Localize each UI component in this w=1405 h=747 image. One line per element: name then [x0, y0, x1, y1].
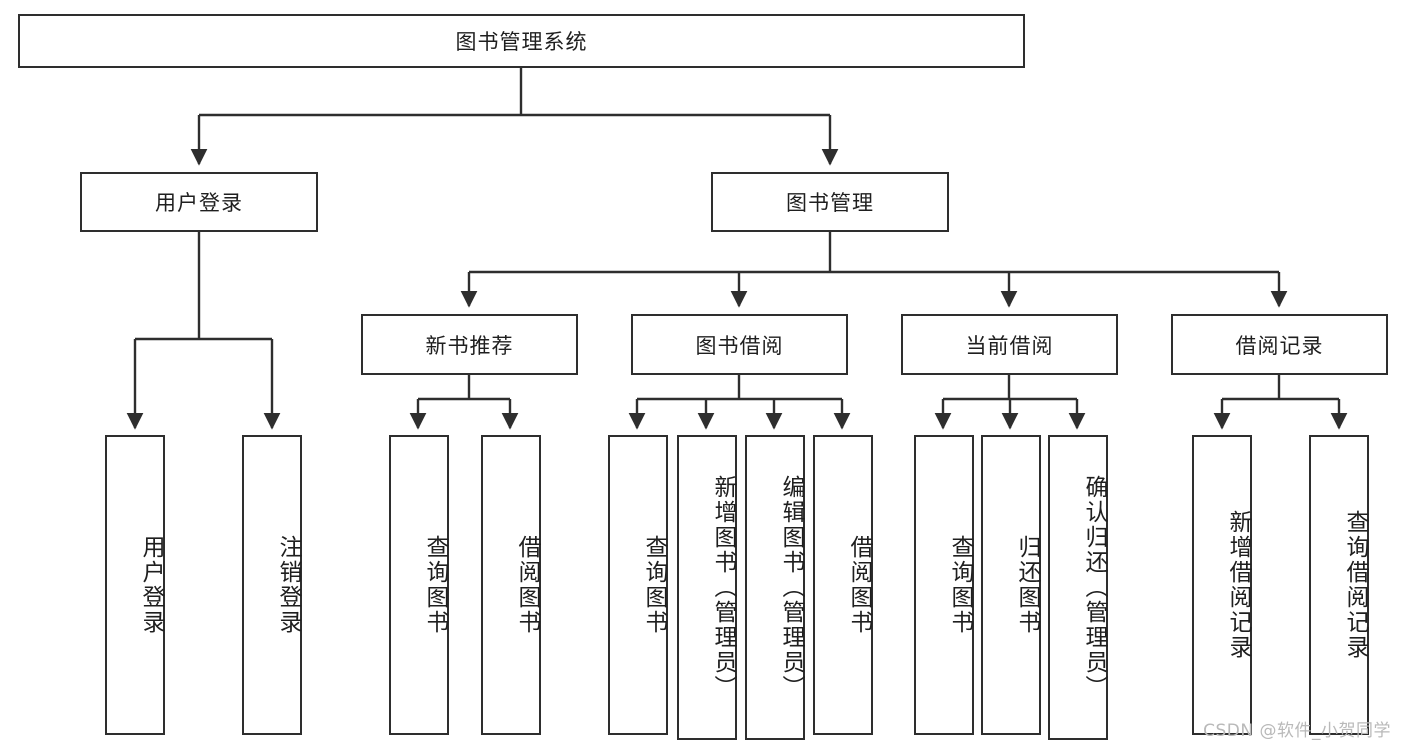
node-leaf-add-book[interactable]: 新增图书（管理员）	[677, 435, 737, 740]
node-leaf-confirm-return[interactable]: 确认归还（管理员）	[1048, 435, 1108, 740]
node-borrow-record-label: 借阅记录	[1235, 333, 1324, 358]
node-user-login[interactable]: 用户登录	[80, 172, 318, 232]
node-leaf-query-book-3-label: 查询图书	[947, 535, 973, 635]
node-leaf-borrow-book-2[interactable]: 借阅图书	[813, 435, 873, 735]
watermark-text: CSDN @软件_小贺同学	[1203, 721, 1391, 741]
node-leaf-query-record[interactable]: 查询借阅记录	[1309, 435, 1369, 735]
node-book-borrow-label: 图书借阅	[695, 333, 784, 358]
node-leaf-user-login-label: 用户登录	[138, 535, 164, 635]
node-leaf-edit-book-label: 编辑图书（管理员）	[778, 475, 804, 700]
node-user-login-label: 用户登录	[155, 191, 243, 215]
node-leaf-edit-book[interactable]: 编辑图书（管理员）	[745, 435, 805, 740]
node-book-borrow[interactable]: 图书借阅	[631, 314, 848, 375]
node-leaf-add-book-label: 新增图书（管理员）	[710, 475, 736, 700]
node-root[interactable]: 图书管理系统	[18, 14, 1025, 68]
node-book-manage[interactable]: 图书管理	[711, 172, 949, 232]
node-leaf-borrow-book-2-label: 借阅图书	[846, 535, 872, 635]
node-leaf-query-book-1-label: 查询图书	[422, 535, 448, 635]
node-book-manage-label: 图书管理	[786, 191, 874, 215]
node-leaf-confirm-return-label: 确认归还（管理员）	[1081, 475, 1107, 700]
node-leaf-query-book-2[interactable]: 查询图书	[608, 435, 668, 735]
node-leaf-query-book-1[interactable]: 查询图书	[389, 435, 449, 735]
node-leaf-add-record[interactable]: 新增借阅记录	[1192, 435, 1252, 735]
node-root-label: 图书管理系统	[455, 30, 588, 54]
node-leaf-logout-label: 注销登录	[275, 535, 301, 635]
node-leaf-return-book[interactable]: 归还图书	[981, 435, 1041, 735]
node-leaf-query-record-label: 查询借阅记录	[1342, 510, 1368, 660]
node-leaf-user-login[interactable]: 用户登录	[105, 435, 165, 735]
node-leaf-borrow-book-1-label: 借阅图书	[514, 535, 540, 635]
node-current-borrow[interactable]: 当前借阅	[901, 314, 1118, 375]
node-leaf-add-record-label: 新增借阅记录	[1225, 510, 1251, 660]
node-new-book-rec[interactable]: 新书推荐	[361, 314, 578, 375]
node-new-book-rec-label: 新书推荐	[425, 333, 514, 358]
node-borrow-record[interactable]: 借阅记录	[1171, 314, 1388, 375]
node-leaf-query-book-3[interactable]: 查询图书	[914, 435, 974, 735]
node-leaf-logout[interactable]: 注销登录	[242, 435, 302, 735]
node-leaf-query-book-2-label: 查询图书	[641, 535, 667, 635]
node-current-borrow-label: 当前借阅	[965, 333, 1054, 358]
node-leaf-borrow-book-1[interactable]: 借阅图书	[481, 435, 541, 735]
node-leaf-return-book-label: 归还图书	[1014, 535, 1040, 635]
